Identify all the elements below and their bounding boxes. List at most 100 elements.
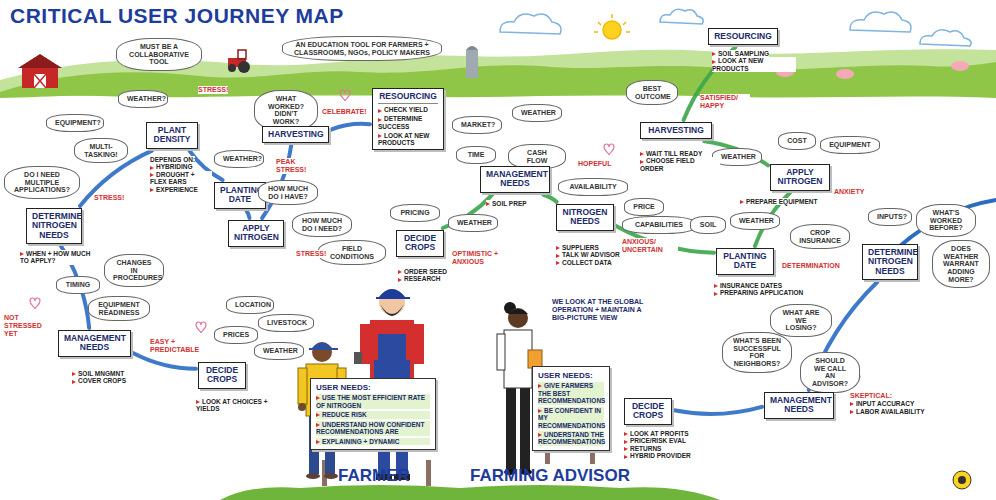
emotion-note: SKEPTICAL: (850, 392, 892, 400)
emotion-note: STRESS! (94, 194, 124, 202)
node-heading: HARVESTING (268, 130, 323, 139)
bullet-arrow (624, 440, 628, 444)
persona-name: FARMER (338, 466, 410, 486)
thought-cloud: MUST BE A COLLABORATIVE TOOL (116, 38, 202, 71)
annotation: ORDER SEED (398, 268, 447, 275)
hearts (30, 90, 860, 385)
node-heading: WEATHER? (223, 155, 255, 163)
bullet-arrow (72, 372, 76, 376)
node-heading: WHAT WORKED? DIDN'T WORK? (263, 95, 309, 126)
node-heading: SHOULD WE CALL AN ADVISOR? (809, 357, 851, 388)
node-heading: DECIDE CROPS (402, 234, 438, 253)
node-heading: TIME (465, 151, 487, 159)
annotation: SUPPLIERS (556, 244, 599, 251)
tractor (228, 50, 250, 73)
annotation: RESEARCH (398, 275, 440, 282)
stage-box: NITROGEN NEEDS (556, 204, 614, 231)
thought-cloud: SOIL (690, 216, 726, 234)
barn (18, 54, 62, 88)
node-heading: MULTI-TASKING! (83, 143, 119, 158)
annotation: WAIT TILL READY (640, 150, 702, 157)
map-title: CRITICAL USER JOURNEY MAP (10, 4, 344, 28)
node-item: LOOK AT NEW PRODUCTS (378, 132, 438, 146)
node-heading: EQUIPMENT (829, 141, 871, 149)
stage-box: APPLY NITROGEN (770, 164, 830, 191)
bullet-arrow (712, 60, 716, 64)
label-group: STRESS! (94, 194, 138, 202)
bullet-arrow (640, 160, 644, 164)
node-heading: WHAT'S BEEN SUCCESSFUL FOR NEIGHBORS? (731, 337, 783, 368)
thought-cloud: WHAT ARE WE LOSING? (770, 304, 832, 337)
node-heading: AN EDUCATION TOOL FOR FARMERS + CLASSROO… (291, 41, 433, 56)
stage-box: HARVESTING (262, 126, 329, 143)
silo (466, 46, 478, 78)
label-group: LOOK AT PROFITSPRICE/RISK EVALRETURNSHYB… (624, 430, 708, 460)
user-needs-board: USER NEEDS:GIVE FARMERS THE BEST RECOMME… (532, 366, 610, 451)
journey-path (674, 407, 762, 414)
bullet-arrow (378, 118, 382, 122)
annotation: COVER CROPS (72, 377, 126, 384)
node-heading: DETERMINE NITROGEN NEEDS (868, 248, 912, 276)
node-heading: WEATHER? (127, 95, 159, 103)
thought-cloud: WEATHER (448, 214, 498, 232)
annotation: LOOK AT PROFITS (624, 430, 689, 437)
logo (953, 471, 971, 489)
annotation: SOIL MNGMNT (72, 370, 124, 377)
emotion-note: ANXIETY (834, 188, 864, 196)
thought-cloud: HOW MUCH DO I NEED? (292, 212, 352, 237)
thought-cloud: LIVESTOCK (258, 314, 314, 332)
node-heading: PRICE (633, 203, 655, 211)
node-heading: BEST OUTCOME (635, 85, 669, 100)
bullet-arrow (850, 402, 854, 406)
journey-path (543, 195, 556, 202)
node-heading: APPLY NITROGEN (234, 224, 278, 243)
thought-cloud: MARKET? (452, 116, 502, 134)
label-group: SUPPLIERSTALK W/ ADVISORCOLLECT DATA (556, 244, 620, 266)
bullet-arrow (72, 380, 76, 384)
thought-cloud: WEATHER (730, 212, 780, 230)
node-heading: WHAT'S WORKED BEFORE? (925, 209, 967, 232)
thought-cloud: DO I NEED MULTIPLE APPLICATIONS? (4, 166, 80, 199)
thought-cloud: EQUIPMENT (820, 136, 880, 154)
stage-box: DECIDE CROPS (624, 398, 672, 425)
node-heading: PLANT DENSITY (152, 126, 192, 145)
bullet-arrow (624, 432, 628, 436)
annotation: TALK W/ ADVISOR (556, 251, 620, 258)
annotation: DROUGHT + FLEX EARS (150, 171, 212, 186)
thought-cloud: CAPABILITIES (622, 216, 696, 234)
thought-cloud: WHAT'S BEEN SUCCESSFUL FOR NEIGHBORS? (722, 332, 792, 373)
stage-box: DETERMINE NITROGEN NEEDS (26, 208, 82, 244)
emotion-note: EASY + PREDICTABLE (150, 338, 212, 354)
node-heading: SOIL (699, 221, 717, 229)
node-item: CHECK YIELD (378, 106, 438, 113)
bullet-arrow (556, 261, 560, 265)
thought-cloud: WHAT WORKED? DIDN'T WORK? (254, 90, 318, 131)
label-group: PEAK STRESS! (276, 158, 324, 174)
thought-cloud: WHAT'S WORKED BEFORE? (916, 204, 976, 237)
node-heading: PRICES (223, 331, 249, 339)
label-group: WAIT TILL READYCHOOSE FIELD ORDER (640, 150, 720, 172)
stage-box: MANAGEMENT NEEDS (58, 330, 131, 357)
user-needs-board: USER NEEDS:USE THE MOST EFFICIENT RATE O… (310, 378, 436, 450)
emotion-note: SATISFIED/ HAPPY (700, 94, 750, 110)
node-heading: USER NEEDS: (538, 371, 604, 380)
label-group: ANXIETY (834, 188, 884, 196)
node-heading: MUST BE A COLLABORATIVE TOOL (125, 43, 193, 66)
label-group: WHEN + HOW MUCH TO APPLY? (20, 250, 100, 265)
node-heading: APPLY NITROGEN (776, 168, 824, 187)
annotation: INSURANCE DATES (714, 282, 782, 289)
stage-box: MANAGEMENT NEEDS (764, 392, 834, 419)
journey-path-extension (900, 200, 996, 246)
stage-box: PLANTING DATE (716, 248, 774, 275)
bullet-arrow (712, 52, 716, 56)
thought-cloud: PRICES (214, 326, 258, 344)
node-heading: HOW MUCH DO I NEED? (301, 217, 343, 232)
bullet-arrow (20, 252, 24, 256)
node-heading: DOES WEATHER WARRANT ADDING MORE? (941, 245, 981, 283)
annotation: EXPERIENCE (150, 186, 198, 193)
node-heading: PLANTING DATE (722, 252, 768, 271)
annotation: LOOK AT NEW PRODUCTS (712, 57, 796, 72)
node-heading: TIMING (65, 281, 91, 289)
node-heading: AVAILABILITY (567, 183, 619, 191)
sky-clouds (500, 9, 971, 46)
